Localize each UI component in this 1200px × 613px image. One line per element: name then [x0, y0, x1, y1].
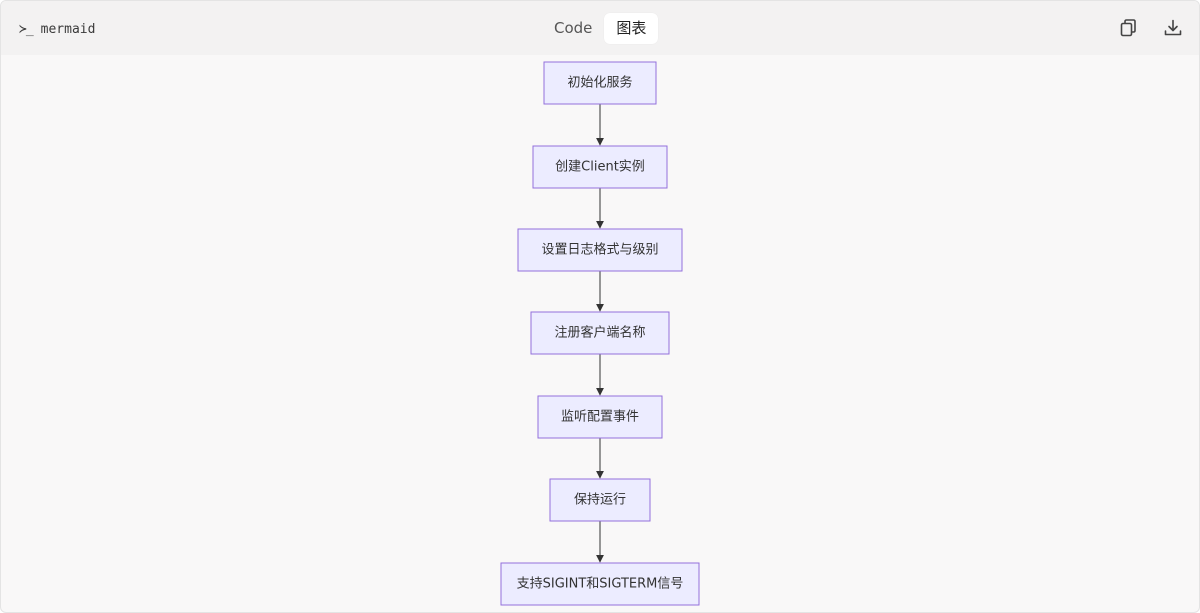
- flowchart-diagram: 初始化服务创建Client实例设置日志格式与级别注册客户端名称监听配置事件保持运…: [500, 61, 700, 606]
- flowchart-node-label: 支持SIGINT和SIGTERM信号: [517, 577, 684, 592]
- flowchart-node-label: 初始化服务: [567, 75, 632, 91]
- download-icon: [1164, 19, 1182, 36]
- copy-icon: [1120, 19, 1136, 37]
- flowchart-node-label: 设置日志格式与级别: [541, 242, 658, 258]
- flowchart-node: 保持运行: [549, 478, 651, 522]
- flowchart-node-box: [517, 228, 683, 272]
- language-label: mermaid: [40, 21, 96, 37]
- copy-button[interactable]: [1117, 17, 1139, 39]
- flowchart-node-box: [537, 395, 663, 439]
- tab-code[interactable]: Code: [554, 19, 593, 37]
- flowchart-node: 注册客户端名称: [530, 311, 670, 355]
- flowchart-node: 创建Client实例: [532, 145, 668, 189]
- flowchart-node-box: [500, 562, 700, 606]
- tab-diagram[interactable]: 图表: [604, 13, 659, 44]
- language-indicator: ≻_ mermaid: [19, 19, 95, 39]
- download-button[interactable]: [1162, 17, 1184, 39]
- flowchart-node: 支持SIGINT和SIGTERM信号: [500, 562, 700, 606]
- flowchart-node-label: 注册客户端名称: [554, 325, 645, 341]
- terminal-prompt-icon: ≻_: [19, 21, 34, 37]
- flowchart-node-box: [530, 311, 670, 355]
- flowchart-node-box: [549, 478, 651, 522]
- code-block-header: ≻_ mermaid Code 图表: [1, 1, 1199, 55]
- flowchart-node-label: 监听配置事件: [561, 410, 639, 425]
- flowchart-node-label: 保持运行: [574, 493, 626, 508]
- flowchart-nodes: 初始化服务创建Client实例设置日志格式与级别注册客户端名称监听配置事件保持运…: [500, 61, 700, 606]
- flowchart-node-box: [543, 61, 657, 105]
- view-tabs: Code 图表: [542, 13, 659, 44]
- flowchart-node: 监听配置事件: [537, 395, 663, 439]
- flowchart-node-label: 创建Client实例: [555, 160, 645, 175]
- flowchart-node: 设置日志格式与级别: [517, 228, 683, 272]
- flowchart-node-box: [532, 145, 668, 189]
- flowchart-node: 初始化服务: [543, 61, 657, 105]
